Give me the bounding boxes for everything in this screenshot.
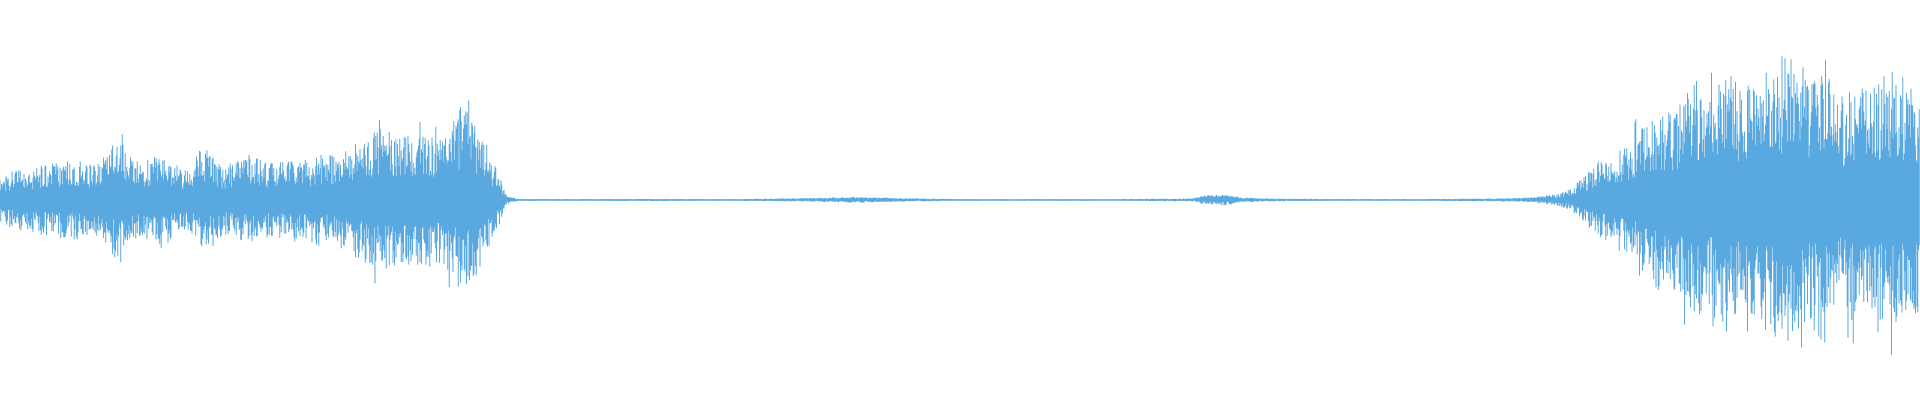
waveform-peaks bbox=[0, 56, 1920, 355]
waveform-samples bbox=[0, 56, 1920, 355]
